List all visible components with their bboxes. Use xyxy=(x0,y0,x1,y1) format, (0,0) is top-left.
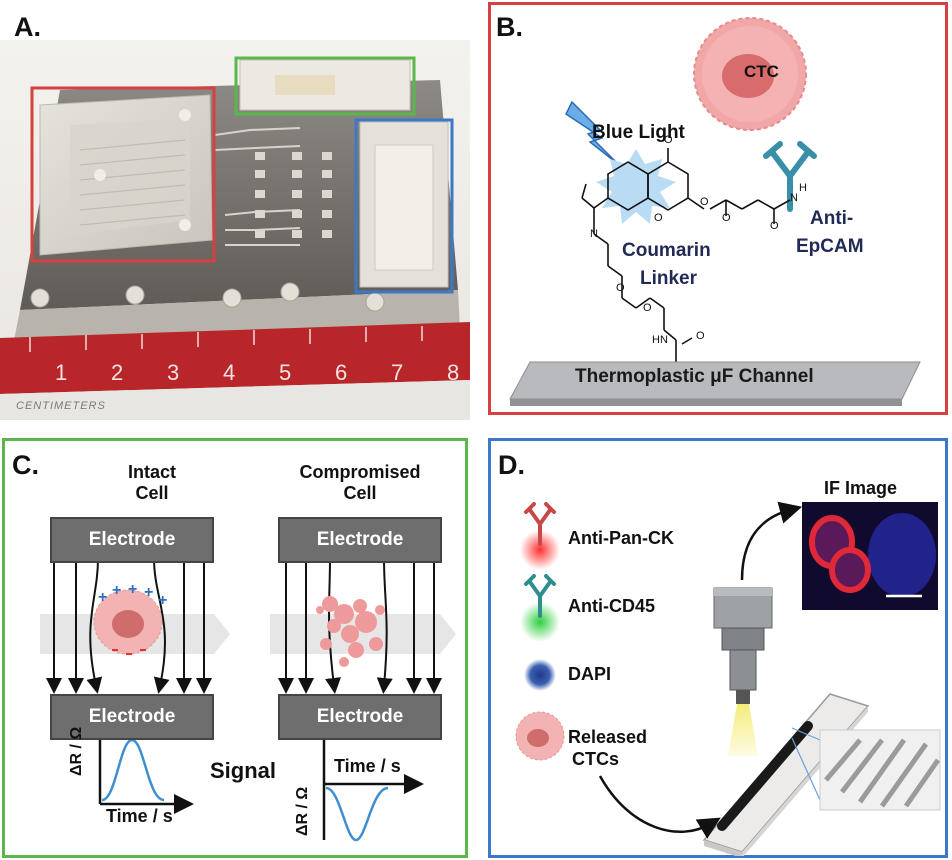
linker-schematic xyxy=(509,17,921,406)
intact-title-line1: Intact xyxy=(127,462,176,482)
atom-n-amine: N xyxy=(590,228,598,240)
ctc-cell-icon xyxy=(693,17,807,131)
svg-text:+: + xyxy=(158,592,167,609)
atom-o-amide: O xyxy=(770,220,779,232)
atom-o-ring: O xyxy=(654,212,663,224)
atom-o-chain2: O xyxy=(643,302,652,314)
panel-c-frame xyxy=(2,438,468,858)
svg-text:+: + xyxy=(112,582,121,599)
atom-o-ester: O xyxy=(700,196,709,208)
electrode-bottom-left: Electrode xyxy=(50,694,214,740)
signal-label: Signal xyxy=(210,758,277,783)
legend-pan-ck: Anti-Pan-CK xyxy=(568,528,674,548)
dapi-icon xyxy=(524,659,556,691)
panel-a-label: A. xyxy=(14,12,41,42)
atom-h-amide: H xyxy=(799,182,807,194)
x-axis-label-right: Time / s xyxy=(334,756,401,776)
anti-label: Anti- xyxy=(810,208,854,229)
ruler-number-8: 8 xyxy=(447,360,460,385)
intact-title: Intact Cell xyxy=(100,462,204,504)
electrode-top-right: Electrode xyxy=(278,517,442,563)
ruler-number-5: 5 xyxy=(279,360,292,385)
blue-light-label: Blue Light xyxy=(592,122,685,143)
intact-signal-plot xyxy=(90,718,194,814)
x-axis-label-left: Time / s xyxy=(106,806,173,826)
panel-b-label: B. xyxy=(496,12,523,42)
compromised-title: Compromised Cell xyxy=(270,462,450,504)
ruler-number-2: 2 xyxy=(111,360,124,385)
impedance-schematic: + + + + + xyxy=(40,557,456,842)
svg-text:+: + xyxy=(144,584,153,601)
ruler-number-1: 1 xyxy=(55,360,68,385)
y-axis-label-right: ΔR / Ω xyxy=(294,786,311,836)
legend-dapi: DAPI xyxy=(568,664,612,684)
svg-text:+: + xyxy=(98,589,107,606)
green-antibody-icon xyxy=(520,574,560,642)
ruler-number-3: 3 xyxy=(167,360,180,385)
atom-n-amide: N xyxy=(790,192,798,204)
panel-d-frame xyxy=(488,438,948,858)
atom-o-bottom: O xyxy=(696,330,705,342)
ruler-caption: CENTIMETERS xyxy=(16,400,106,412)
y-axis-label-left: ΔR / Ω xyxy=(68,726,85,776)
electrode-bottom-right: Electrode xyxy=(278,694,442,740)
compromised-cell-icon xyxy=(316,596,385,667)
panel-b-frame xyxy=(488,2,948,415)
ruler-number-4: 4 xyxy=(223,360,236,385)
atom-o-ether: O xyxy=(722,212,731,224)
electrode-top-left: Electrode xyxy=(50,517,214,563)
compromised-title-line2: Cell xyxy=(343,483,377,503)
ctc-label: CTC xyxy=(744,62,779,81)
legend-cd45: Anti-CD45 xyxy=(568,596,656,616)
device-photo xyxy=(0,40,470,420)
compromised-signal-plot xyxy=(314,714,424,842)
svg-text:+: + xyxy=(128,581,137,598)
epcam-label: EpCAM xyxy=(796,236,864,257)
coumarin-label: Coumarin xyxy=(622,240,711,261)
atom-o-chain1: O xyxy=(616,282,625,294)
released-cell-icon xyxy=(515,711,565,761)
linker-label: Linker xyxy=(640,268,698,289)
ruler-numbers: 1 2 3 4 5 6 7 8 xyxy=(55,360,485,392)
atom-hn-bottom: HN xyxy=(652,334,668,346)
legend-released: Released CTCs xyxy=(568,726,647,770)
if-image-label: IF Image xyxy=(824,478,898,498)
red-antibody-icon xyxy=(520,502,560,570)
legend-released-line1: Released xyxy=(568,727,648,747)
compromised-title-line1: Compromised xyxy=(299,462,421,482)
ruler-number-7: 7 xyxy=(391,360,404,385)
legend-released-line2: CTCs xyxy=(572,749,620,769)
coumarin-glow xyxy=(596,149,676,224)
intact-title-line2: Cell xyxy=(135,483,169,503)
panel-c-label: C. xyxy=(12,450,39,480)
imaging-schematic xyxy=(515,501,941,856)
atom-o-carbonyl: O xyxy=(664,134,673,146)
substrate-label: Thermoplastic μF Channel xyxy=(575,366,814,387)
ruler-number-6: 6 xyxy=(335,360,348,385)
antibody-icon xyxy=(763,141,817,212)
panel-d-label: D. xyxy=(498,450,525,480)
lightning-icon xyxy=(565,100,619,165)
